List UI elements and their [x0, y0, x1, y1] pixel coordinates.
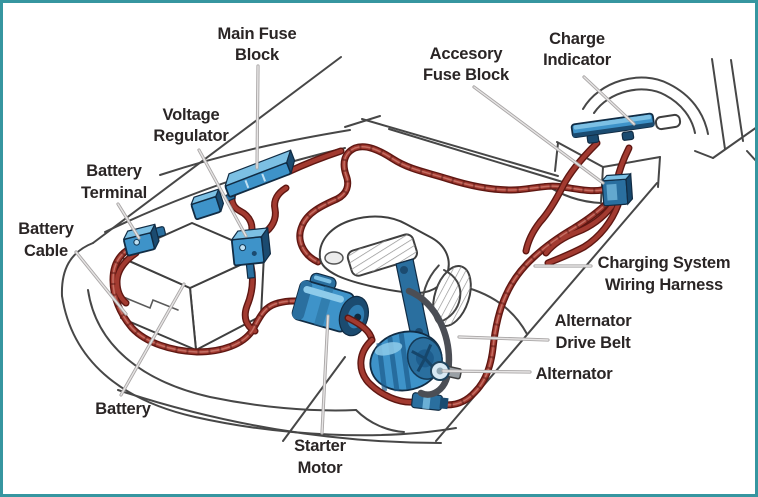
alternator [369, 330, 443, 392]
dash-vertical-2 [657, 156, 661, 188]
fender-outer-arc [61, 295, 457, 437]
leader-core-battery [120, 283, 185, 396]
leader-core-alternator [442, 370, 531, 373]
windshield-base-line [712, 126, 758, 159]
label-text-battery: Battery [95, 400, 151, 418]
cowl-line-3 [344, 115, 381, 128]
label-alternator: Alternator [441, 365, 614, 383]
label-text-alternator: Alternator [536, 365, 614, 383]
leader-core-alternator-drive-belt [458, 336, 549, 341]
dash-top-line [556, 141, 661, 168]
voltage-regulator [231, 227, 272, 279]
windshield-hook [694, 150, 714, 159]
accessory-fuse-block [601, 172, 634, 207]
engine-right-outline [439, 269, 462, 323]
a-pillar-line-1 [711, 58, 726, 150]
leader-core-battery-terminal [117, 203, 140, 239]
label-battery: Battery [95, 282, 186, 418]
regulator-body [231, 235, 265, 267]
leader-core-accessory-fuse-block [473, 86, 604, 184]
regulator-stem [245, 263, 256, 279]
fender-inner-arc [87, 289, 357, 412]
cowl-line-1 [361, 118, 559, 177]
fender-join [60, 242, 94, 297]
leader-core-starter-motor [321, 315, 329, 434]
steering-wheel-inner-arc [593, 88, 696, 134]
steering-wheel-outer-arc [582, 76, 709, 135]
a-pillar-line-2 [730, 59, 744, 142]
harness-connector [190, 188, 225, 221]
leader-core-battery-cable [75, 251, 127, 315]
grille-cross-line [282, 356, 346, 442]
hood-edge-line [92, 56, 342, 244]
steering-hub [654, 113, 682, 131]
battery-front-notch [120, 295, 179, 311]
inner-panel-line-2 [104, 147, 346, 233]
main-fuse-block [224, 149, 296, 202]
leader-core-voltage-regulator [198, 149, 247, 237]
cowl-line-2 [388, 128, 567, 184]
indicator-foot-right [621, 130, 635, 141]
leader-core-main-fuse-block [256, 65, 259, 169]
front-body-line [117, 389, 442, 444]
main-fuse-block-end [286, 149, 296, 175]
leader-core-charge-indicator [583, 76, 635, 125]
charge-indicator [570, 112, 655, 144]
ribbed-cover [421, 264, 472, 327]
under-alternator-arc [355, 409, 405, 433]
valve-cover [346, 233, 418, 277]
engine-cap [324, 251, 344, 265]
